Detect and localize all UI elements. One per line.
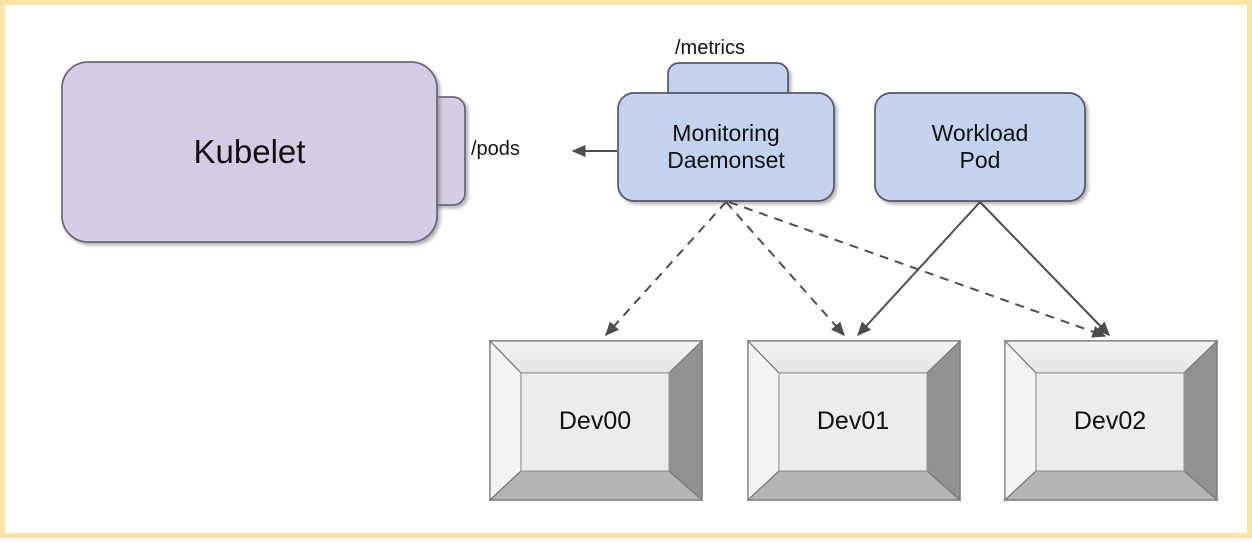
edge-workload-to-dev01 xyxy=(857,201,981,337)
edge-label-metrics: /metrics xyxy=(675,37,745,59)
edge-label-pods: /pods xyxy=(471,138,520,160)
node-kubelet[interactable] xyxy=(61,61,438,243)
node-monitoring-daemonset[interactable] xyxy=(617,92,835,202)
node-dev00[interactable] xyxy=(488,339,704,502)
node-dev02[interactable] xyxy=(1003,339,1219,502)
edge-monitoring-to-dev01 xyxy=(725,201,845,337)
node-dev01[interactable] xyxy=(746,339,962,502)
node-workload-pod[interactable] xyxy=(874,92,1086,202)
edge-monitoring-to-dev02 xyxy=(728,201,1107,338)
diagram-svg-layer xyxy=(61,61,1219,502)
edge-workload-to-dev02 xyxy=(979,201,1110,337)
edge-monitoring-to-dev00 xyxy=(605,201,727,337)
